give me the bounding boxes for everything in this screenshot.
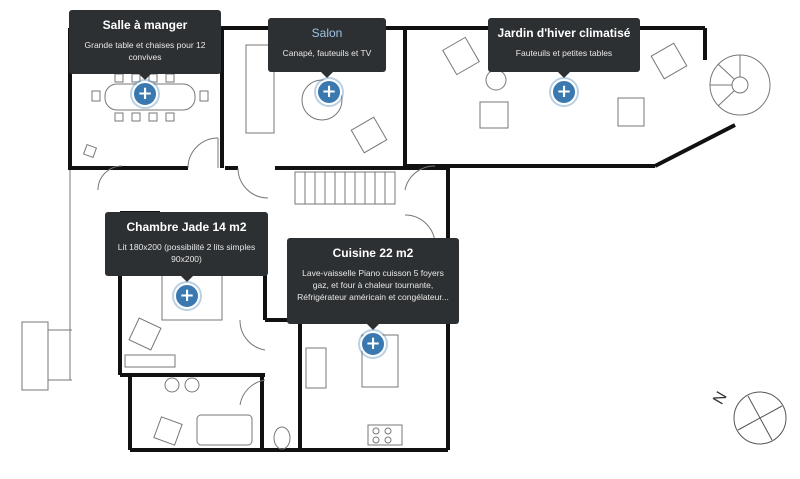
- room-tooltip-jardin-d-hiver: Jardin d'hiver climatisé Fauteuils et pe…: [488, 18, 640, 78]
- room-description: Grande table et chaises pour 12 convives: [84, 40, 206, 62]
- room-title: Jardin d'hiver climatisé: [497, 26, 631, 40]
- room-tooltip-cuisine: Cuisine 22 m2 Lave-vaisselle Piano cuiss…: [287, 238, 459, 330]
- room-description: Lit 180x200 (possibilité 2 lits simples …: [117, 242, 256, 264]
- compass-icon: [733, 391, 787, 445]
- hotspot-plus-button-salle-a-manger[interactable]: +: [132, 81, 158, 107]
- room-description: Lave-vaisselle Piano cuisson 5 foyers ga…: [297, 268, 449, 302]
- room-title: Salle à manger: [102, 18, 188, 32]
- room-description: Canapé, fauteuils et TV: [282, 48, 372, 58]
- hotspot-plus-button-jardin-d-hiver[interactable]: +: [551, 79, 577, 105]
- room-tooltip-salle-a-manger: Salle à manger Grande table et chaises p…: [69, 10, 221, 80]
- room-description: Fauteuils et petites tables: [515, 48, 613, 58]
- room-title: Salon: [311, 26, 343, 40]
- hotspot-plus-button-cuisine[interactable]: +: [360, 331, 386, 357]
- room-title: Cuisine 22 m2: [332, 246, 414, 260]
- room-title: Chambre Jade 14 m2: [126, 220, 247, 234]
- compass-label: N: [710, 389, 731, 408]
- hotspot-plus-button-chambre-jade[interactable]: +: [174, 283, 200, 309]
- room-tooltip-salon: Salon Canapé, fauteuils et TV: [268, 18, 386, 78]
- outer-walls: [68, 26, 736, 452]
- hotspot-plus-button-salon[interactable]: +: [316, 79, 342, 105]
- room-tooltip-chambre-jade: Chambre Jade 14 m2 Lit 180x200 (possibil…: [105, 212, 268, 282]
